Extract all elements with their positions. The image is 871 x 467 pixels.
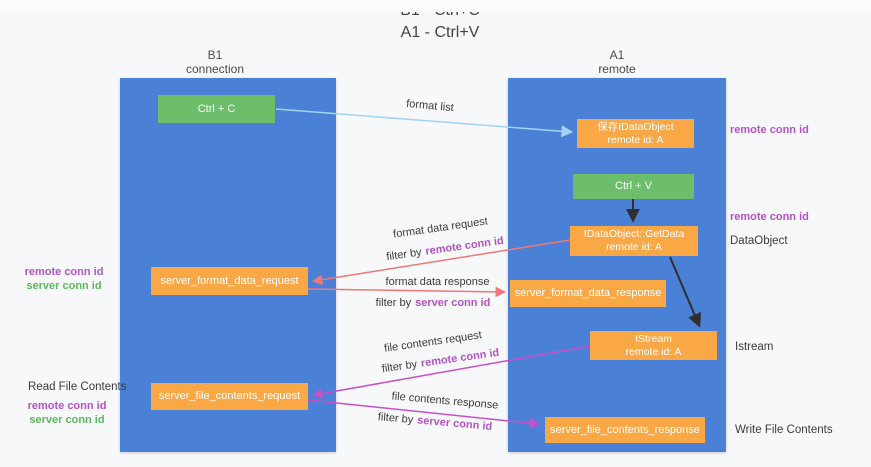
lane-a1-name: A1 [609, 48, 625, 62]
edge-label-file-contents-response: file contents response [391, 390, 499, 412]
node-ctrl-v: Ctrl + V [573, 174, 694, 199]
right-label-remote-conn-id-top: remote conn id [730, 124, 809, 136]
filter-by-text: filter by [377, 411, 414, 427]
node-istream: IStream remote id: A [590, 331, 717, 360]
lane-header-b1: B1 connection [165, 48, 265, 76]
left-server-conn-id: server conn id [26, 280, 102, 292]
istream-line2: remote id: A [625, 345, 682, 358]
istream-line1: IStream [635, 332, 672, 345]
left-remote-conn-id: remote conn id [24, 266, 104, 278]
node-ctrl-c: Ctrl + C [158, 95, 275, 123]
lane-header-a1: A1 remote [567, 48, 667, 76]
filter-by-text: filter by [381, 358, 418, 376]
edge-label-format-list: format list [405, 97, 455, 115]
remote-conn-id-text: remote conn id [424, 234, 505, 258]
file-request-label: server_file_contents_request [158, 390, 301, 402]
remote-conn-id-text: remote conn id [420, 346, 500, 370]
left-server-conn-id-2: server conn id [29, 414, 105, 426]
left-label-read-file-contents: Read File Contents [28, 381, 127, 393]
getdata-line1: IDataObject::GetData [583, 228, 685, 240]
node-server-file-contents-request: server_file_contents_request [151, 383, 308, 410]
left-remote-conn-id-2: remote conn id [27, 400, 107, 412]
filter-by-text: filter by [375, 297, 412, 309]
node-server-file-contents-response: server_file_contents_response [545, 417, 705, 443]
lane-b1-subtitle: connection [185, 62, 245, 76]
getdata-line2: remote id: A [605, 241, 663, 253]
file-response-label: server_file_contents_response [550, 423, 700, 436]
title-line-2: A1 - Ctrl+V [400, 24, 480, 41]
ctrl-v-label: Ctrl + V [615, 180, 652, 192]
ctrl-c-label: Ctrl + C [197, 102, 236, 115]
right-label-remote-conn-id-mid: remote conn id [730, 211, 809, 223]
server-conn-id-text: server conn id [416, 414, 493, 433]
save-dataobject-line2: remote id: A [607, 133, 664, 146]
format-response-label: server_format_data_response [514, 287, 662, 299]
node-server-format-data-response: server_format_data_response [510, 280, 666, 307]
left-label-conn-ids-top: remote conn id server conn id [22, 265, 106, 293]
server-conn-id-text: server conn id [415, 297, 491, 309]
lane-b1-name: B1 [207, 48, 223, 62]
node-idataobject-getdata: IDataObject::GetData remote id: A [570, 226, 698, 256]
node-server-format-data-request: server_format_data_request [151, 267, 308, 295]
edge-label-format-data-response: format data response [385, 276, 490, 288]
save-dataobject-line1: 保存IDataObject [597, 120, 674, 133]
lane-a1-subtitle: remote [598, 62, 636, 76]
right-label-istream: Istream [735, 341, 774, 353]
filter-by-text: filter by [385, 246, 423, 264]
bottom-strip [0, 0, 871, 12]
right-label-dataobject: DataObject [730, 235, 788, 247]
left-label-conn-ids-bottom: remote conn id server conn id [22, 399, 112, 427]
node-save-dataobject: 保存IDataObject remote id: A [577, 119, 694, 148]
format-data-response-arrow [307, 286, 507, 298]
right-label-write-file-contents: Write File Contents [735, 424, 833, 436]
format-request-label: server_format_data_request [160, 274, 299, 287]
